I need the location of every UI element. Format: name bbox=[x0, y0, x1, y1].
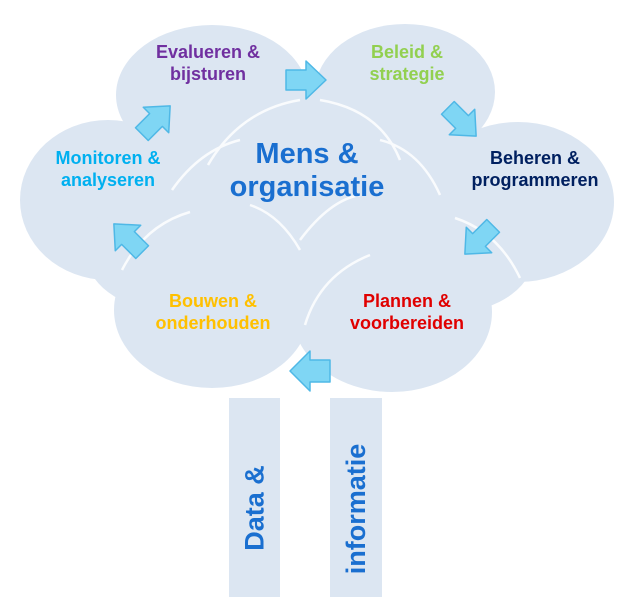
node-beleid-line2: strategie bbox=[369, 63, 445, 84]
node-bouwen-onderhouden: Bouwen & onderhouden bbox=[128, 291, 298, 335]
cycle-arrows bbox=[113, 60, 501, 392]
arrow-bouwen-to-monitoren bbox=[113, 223, 150, 260]
node-evalueren-line2: bijsturen bbox=[169, 63, 246, 84]
trunk-left bbox=[229, 398, 280, 597]
node-bouwen-line1: Bouwen & bbox=[169, 291, 257, 311]
center-line1: Mens & bbox=[255, 138, 359, 170]
node-evalueren-line1: Evalueren & bbox=[155, 42, 261, 62]
node-monitoren-line1: Monitoren & bbox=[55, 148, 161, 168]
trunk-label-informatie: informatie bbox=[341, 443, 371, 575]
trunk bbox=[229, 398, 382, 597]
node-bouwen-line2: onderhouden bbox=[155, 312, 271, 333]
node-plannen-line2: voorbereiden bbox=[349, 312, 465, 333]
arrow-beheren-to-plannen bbox=[464, 218, 501, 255]
node-monitoren-line2: analyseren bbox=[60, 169, 156, 190]
center-line2: organisatie bbox=[229, 171, 385, 204]
arrow-evalueren-to-beleid bbox=[285, 60, 327, 100]
trunk-right bbox=[330, 398, 382, 597]
node-plannen-voorbereiden: Plannen & voorbereiden bbox=[322, 291, 492, 335]
node-evalueren-bijsturen: Evalueren & bijsturen bbox=[118, 42, 298, 86]
node-plannen-line1: Plannen & bbox=[362, 291, 451, 311]
arrow-monitoren-to-evalueren bbox=[134, 105, 171, 142]
center-mens-organisatie: Mens & organisatie bbox=[204, 138, 410, 205]
node-beheren-line1: Beheren & bbox=[489, 148, 581, 168]
node-monitoren-analyseren: Monitoren & analyseren bbox=[20, 148, 196, 192]
cloud-lobe-outlines bbox=[120, 98, 522, 326]
node-beheren-programmeren: Beheren & programmeren bbox=[446, 148, 624, 192]
cloud-lobe-fill-right bbox=[375, 192, 535, 312]
node-beleid-strategie: Beleid & strategie bbox=[322, 42, 492, 86]
node-beleid-line1: Beleid & bbox=[370, 42, 444, 62]
cloud-canopy bbox=[20, 24, 614, 392]
arrow-beleid-to-beheren bbox=[440, 100, 477, 137]
arrow-plannen-to-bouwen bbox=[289, 350, 331, 392]
trunk-label-data: Data & bbox=[239, 465, 270, 551]
node-beheren-line2: programmeren bbox=[471, 169, 599, 190]
cloud-lobe-fill-left bbox=[85, 190, 245, 310]
